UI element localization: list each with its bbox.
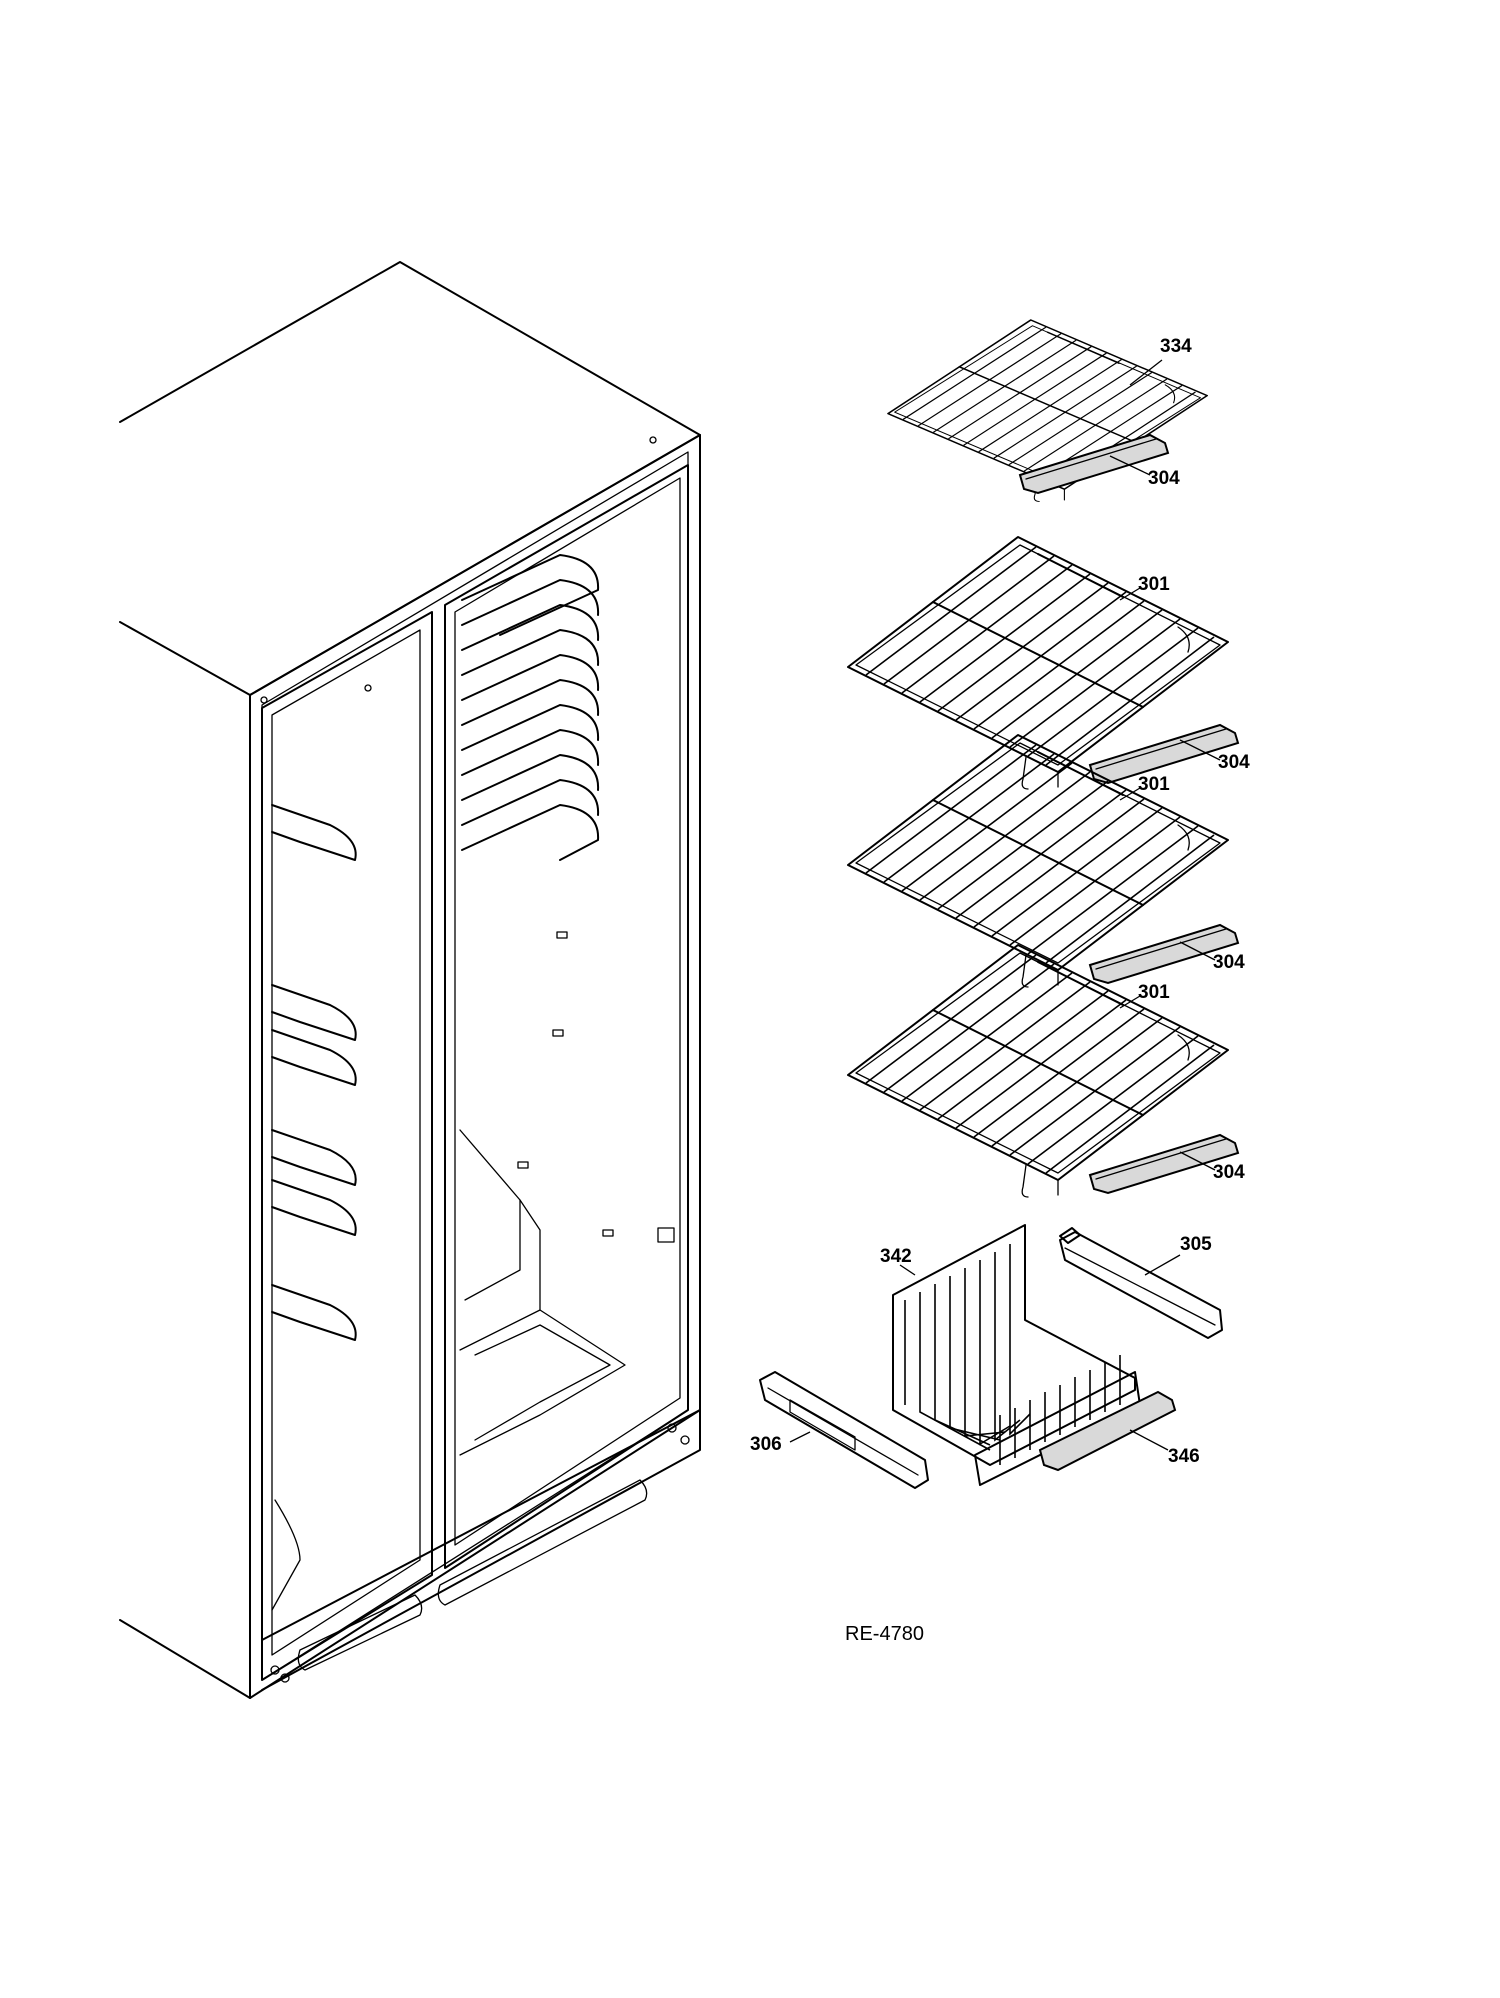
callout-304-c: 304 [1213,952,1245,973]
cabinet-bottom-grille [261,1409,701,1691]
shelf-301-c: 301 [847,944,1229,1198]
callout-346: 346 [1168,1446,1200,1467]
rail-306: 306 [750,1371,929,1489]
cabinet-side [119,1619,251,1699]
callout-334: 334 [1160,336,1192,357]
callout-301-b: 301 [1138,774,1170,795]
callout-301-c: 301 [1138,982,1170,1003]
trim-304-a: 304 [1019,434,1180,494]
fresh-food-compartment [444,464,689,1569]
cabinet-top [119,261,701,436]
trim-346: 346 [1038,1390,1200,1472]
trim-304-c: 304 [1089,924,1245,984]
cabinet-front-frame [249,434,701,1699]
callout-304-a: 304 [1148,468,1180,489]
rail-305: 305 [1059,1227,1223,1339]
trim-304-d: 304 [1089,1134,1245,1194]
callout-306: 306 [750,1434,782,1455]
freezer-compartment [261,611,433,1681]
callout-304-d: 304 [1213,1162,1245,1183]
freezer-shelf-supports [271,804,357,1341]
callout-301-a: 301 [1138,574,1170,595]
reference-code: RE-4780 [845,1623,924,1645]
shelf-301-a: 301 [847,536,1229,790]
callout-305: 305 [1180,1234,1212,1255]
callout-342: 342 [880,1246,912,1267]
refrigerator-cabinet [119,261,701,1699]
callout-304-b: 304 [1218,752,1250,773]
trim-304-b: 304 [1089,724,1250,784]
shelf-334: 334 [887,319,1209,503]
shelf-301-b: 301 [847,734,1229,988]
fresh-food-shelf-supports [461,554,600,861]
